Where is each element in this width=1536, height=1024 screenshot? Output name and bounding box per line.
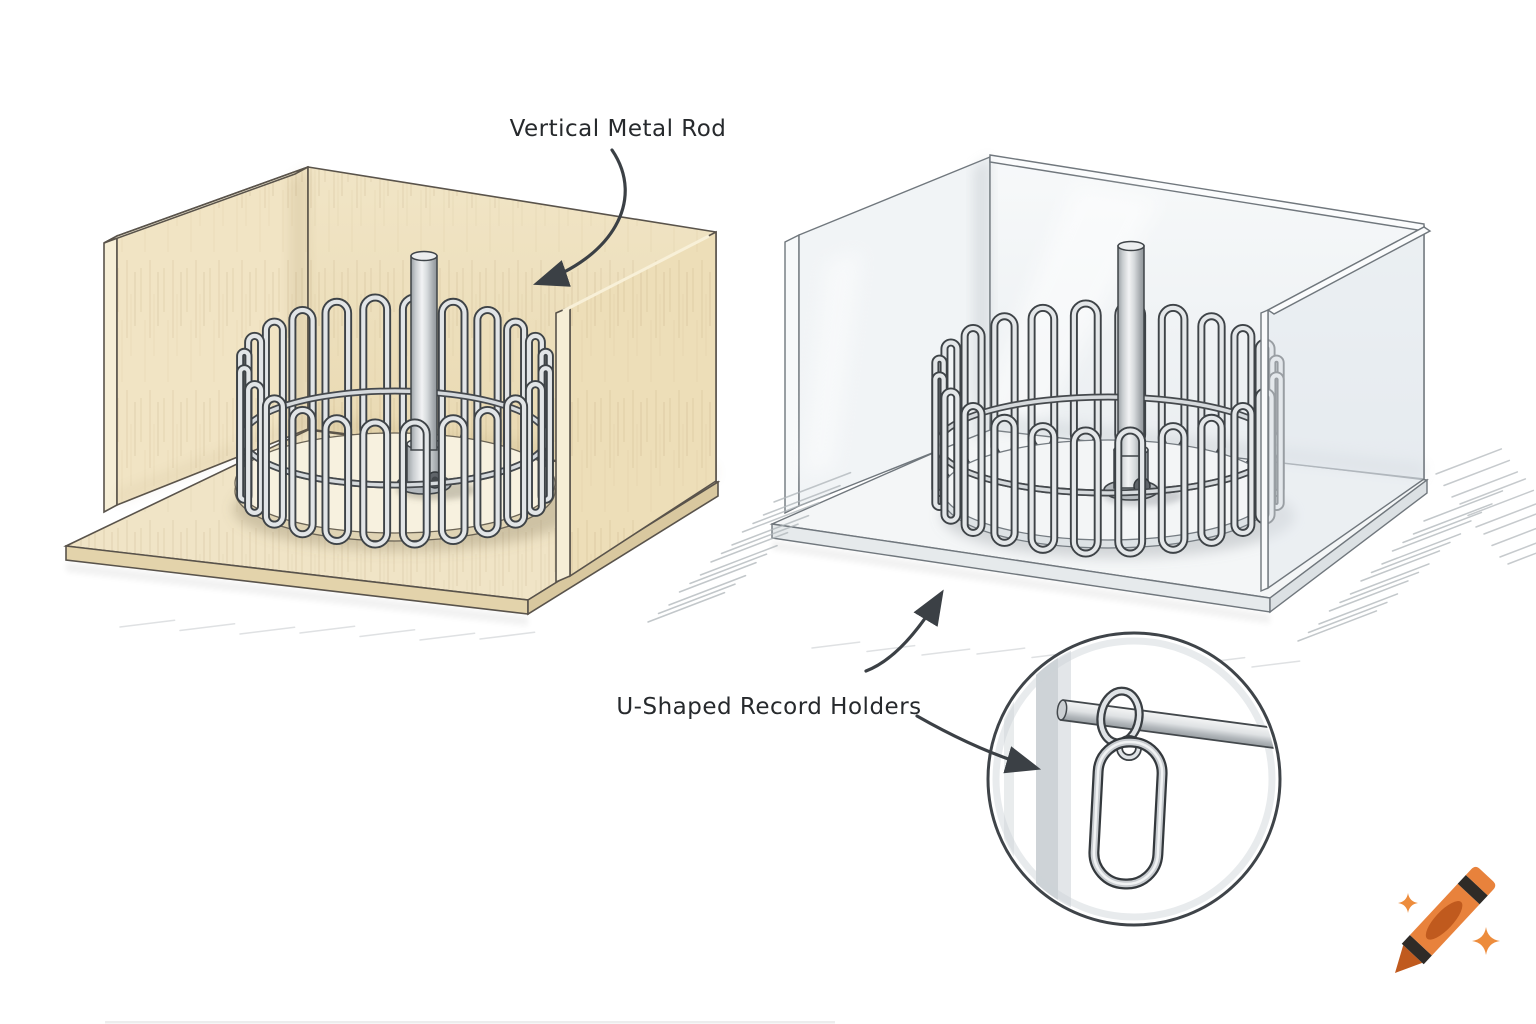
record-holder-link bbox=[261, 394, 287, 529]
record-holder-link bbox=[437, 414, 469, 546]
arrow-to-holders bbox=[864, 589, 944, 673]
vertical-metal-rod bbox=[396, 250, 476, 500]
record-holder-link bbox=[359, 418, 392, 549]
crayon-logo bbox=[1395, 866, 1500, 973]
u-shaped-holder-link bbox=[1088, 736, 1168, 890]
sparkle-icon bbox=[1472, 927, 1500, 955]
record-holder-link bbox=[244, 380, 266, 517]
sparkle-icon bbox=[1398, 893, 1418, 913]
record-holder-link bbox=[931, 371, 948, 512]
u-holders-label: U-Shaped Record Holders bbox=[616, 694, 921, 720]
arrow-to-rod bbox=[532, 148, 627, 287]
sketch-shadow-hatching bbox=[119, 448, 1536, 668]
arrow-to-inset bbox=[915, 714, 1042, 774]
annotations: Vertical Metal Rod U-Shaped Record Holde… bbox=[510, 116, 1042, 774]
record-holder-link bbox=[931, 354, 948, 497]
record-holder-link bbox=[288, 406, 317, 539]
record-holder-link bbox=[1157, 422, 1189, 554]
clear-box-illustration bbox=[769, 154, 1432, 624]
record-holder-link bbox=[398, 418, 431, 549]
record-holder-link bbox=[1069, 426, 1102, 558]
record-carousel bbox=[233, 250, 577, 551]
wooden-box-illustration bbox=[63, 165, 721, 626]
bottom-edge-artifact bbox=[105, 1021, 835, 1024]
crayon-icon bbox=[1395, 866, 1496, 973]
record-holder-link bbox=[1027, 422, 1059, 554]
record-holder-link bbox=[1230, 402, 1256, 537]
record-holder-link bbox=[960, 402, 986, 537]
glass-wall-stripe bbox=[1036, 636, 1058, 922]
record-holder-link bbox=[473, 406, 502, 539]
record-holder-link bbox=[1197, 413, 1226, 547]
support-ring-rod bbox=[1056, 699, 1277, 752]
record-holder-link bbox=[940, 387, 962, 525]
detail-inset-closeup bbox=[986, 631, 1282, 927]
record-holder-link bbox=[524, 380, 546, 517]
record-holder-link bbox=[321, 414, 353, 546]
vertical-rod-label: Vertical Metal Rod bbox=[510, 116, 727, 142]
glass-wall-stripe bbox=[1004, 636, 1014, 922]
record-holder-link bbox=[503, 394, 529, 529]
record-holder-link bbox=[1114, 426, 1147, 558]
record-holder-link bbox=[990, 413, 1019, 547]
record-carousel bbox=[931, 240, 1295, 558]
glass-wall-stripe bbox=[1058, 636, 1071, 922]
